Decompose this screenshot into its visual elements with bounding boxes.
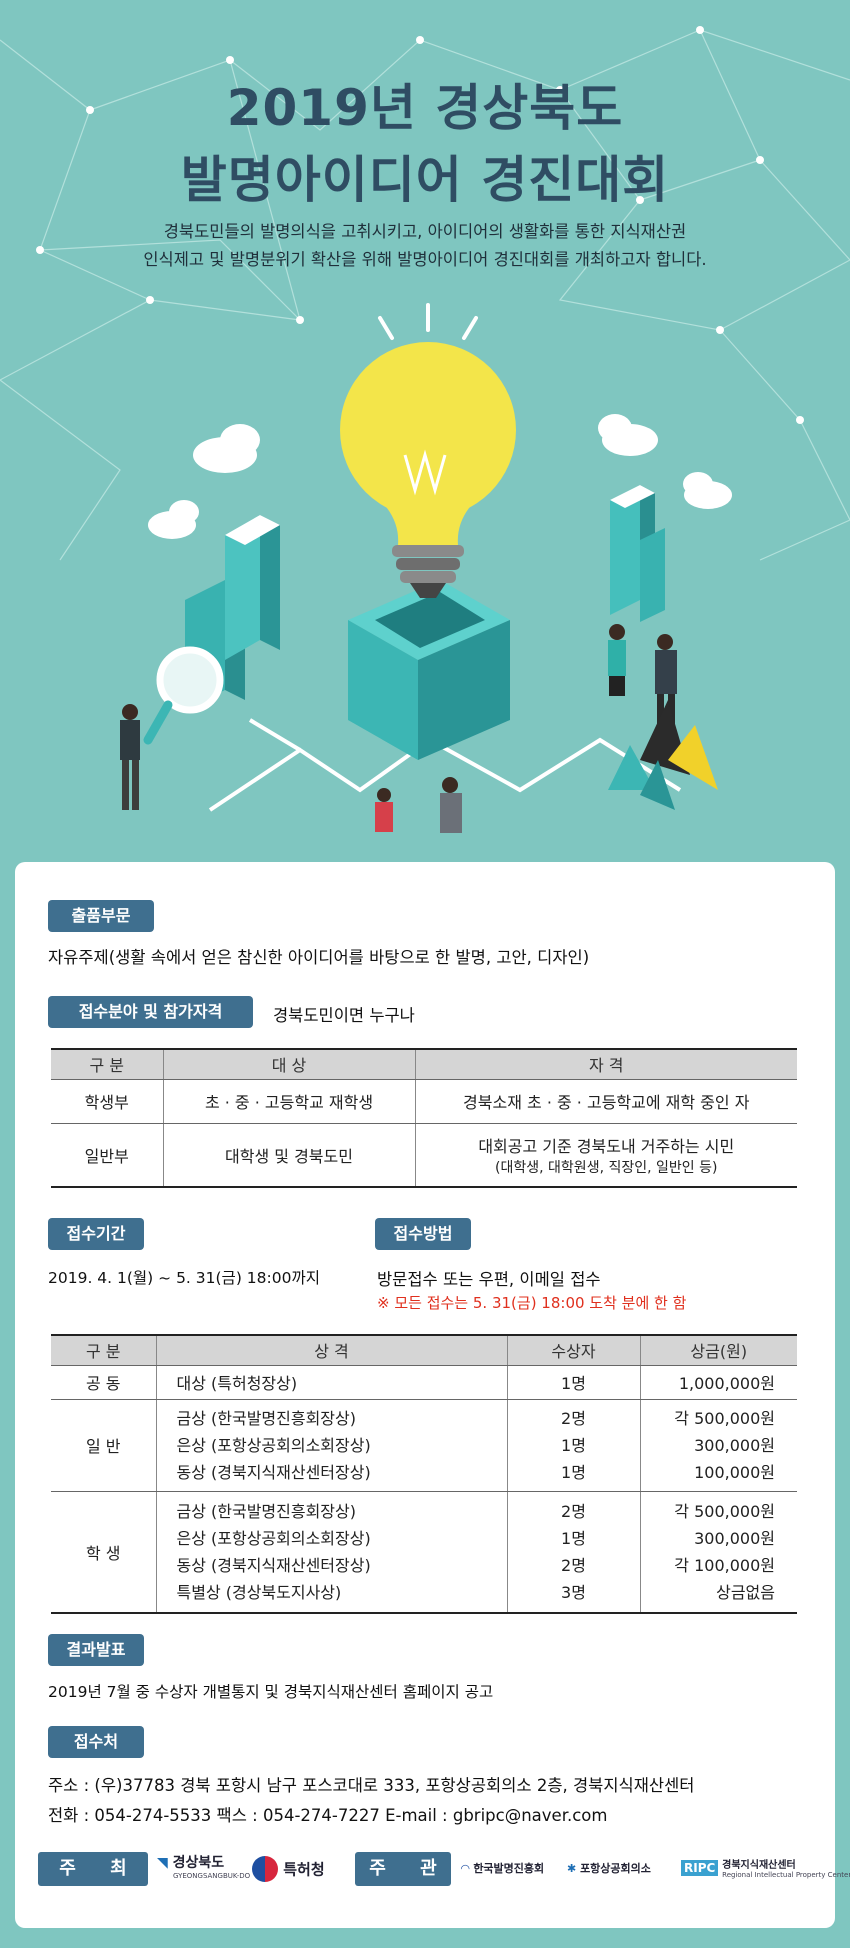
kipa-mark-icon: ◠ bbox=[461, 1862, 470, 1875]
eligibility-cell: 경북소재 초 · 중 · 고등학교에 재학 중인 자 bbox=[414, 1079, 797, 1124]
logo-ripc: RIPC 경북지식재산센터 Regional Intellectual Prop… bbox=[681, 1856, 850, 1879]
subtitle-line1: 경북도민들의 발명의식을 고취시키고, 아이디어의 생활화를 통한 지식재산권 bbox=[163, 222, 687, 241]
logo-kipa-name: 한국발명진흥회 bbox=[473, 1862, 545, 1875]
award-counts: 2명 1명 1명 bbox=[506, 1399, 640, 1492]
poster-title-line2: 발명아이디어 경진대회 bbox=[180, 151, 670, 209]
logo-gyeongbuk: ◥ 경상북도 GYEONGSANGBUK-DO bbox=[157, 1852, 250, 1880]
logo-ripc-mark: RIPC bbox=[681, 1859, 719, 1876]
award-category: 학 생 bbox=[51, 1491, 156, 1614]
award-name: 특별상 (경상북도지사상) bbox=[176, 1582, 342, 1602]
award-names: 금상 (한국발명진흥회장상) 은상 (포항상공회의소회장상) 동상 (경북지식재… bbox=[155, 1491, 507, 1614]
eligibility-cell: 대학생 및 경북도민 bbox=[162, 1123, 415, 1188]
logo-chamber: ✱ 포항상공회의소 bbox=[567, 1860, 651, 1876]
poster-subtitle: 경북도민들의 발명의식을 고취시키고, 아이디어의 생활화를 통한 지식재산권 … bbox=[0, 218, 850, 274]
qualification-sub: (대학생, 대학원생, 직장인, 일반인 등) bbox=[495, 1159, 718, 1176]
award-count: 2명 bbox=[561, 1408, 586, 1428]
eligibility-table: 구 분 대 상 자 격 학생부 초 · 중 · 고등학교 재학생 경북소재 초 … bbox=[51, 1048, 797, 1188]
eligibility-section-text: 경북도민이면 누구나 bbox=[273, 1006, 415, 1025]
awards-header-category: 구 분 bbox=[51, 1334, 156, 1366]
logo-ripc-sub: Regional Intellectual Property Center bbox=[722, 1871, 850, 1879]
awards-header-award: 상 격 bbox=[155, 1334, 507, 1366]
logo-chamber-name: 포항상공회의소 bbox=[580, 1862, 651, 1875]
method-section-tag: 접수방법 bbox=[375, 1218, 471, 1250]
award-prize: 각 500,000원 bbox=[674, 1408, 775, 1428]
award-prize: 상금없음 bbox=[716, 1582, 775, 1602]
award-prize: 각 500,000원 bbox=[674, 1501, 775, 1521]
awards-header-prize: 상금(원) bbox=[639, 1334, 797, 1366]
award-prize: 각 100,000원 bbox=[674, 1555, 775, 1575]
award-count: 3명 bbox=[561, 1582, 586, 1602]
awards-header-count: 수상자 bbox=[506, 1334, 640, 1366]
award-prize: 1,000,000원 bbox=[639, 1365, 797, 1400]
award-name: 동상 (경북지식재산센터장상) bbox=[176, 1462, 371, 1482]
poster-title-line1: 2019년 경상북도 bbox=[226, 79, 624, 137]
eligibility-cell: 학생부 bbox=[51, 1079, 163, 1124]
logo-kipa: ◠ 한국발명진흥회 bbox=[461, 1860, 544, 1876]
award-prize: 100,000원 bbox=[694, 1462, 775, 1482]
info-card: 출품부문 자유주제(생활 속에서 얻은 참신한 아이디어를 바탕으로 한 발명,… bbox=[15, 862, 850, 1928]
award-name: 은상 (포항상공회의소회장상) bbox=[176, 1435, 371, 1455]
contact-phone: 전화 : 054-274-5533 팩스 : 054-274-7227 E-ma… bbox=[48, 1806, 608, 1825]
award-counts: 2명 1명 2명 3명 bbox=[506, 1491, 640, 1614]
award-count: 1명 bbox=[561, 1435, 586, 1455]
taegeuk-icon bbox=[252, 1856, 278, 1882]
award-count: 2명 bbox=[561, 1501, 586, 1521]
logo-ripc-name: 경북지식재산센터 bbox=[722, 1860, 796, 1871]
award-name: 동상 (경북지식재산센터장상) bbox=[176, 1555, 371, 1575]
eligibility-section-tag: 접수분야 및 참가자격 bbox=[48, 996, 253, 1028]
qualification-main: 대회공고 기준 경북도내 거주하는 시민 bbox=[478, 1136, 735, 1156]
award-prizes: 각 500,000원 300,000원 각 100,000원 상금없음 bbox=[639, 1491, 797, 1614]
organizer-tag: 주 관 bbox=[355, 1852, 451, 1886]
award-name: 은상 (포항상공회의소회장상) bbox=[176, 1528, 371, 1548]
award-category: 공 동 bbox=[51, 1365, 156, 1400]
eligibility-cell: 초 · 중 · 고등학교 재학생 bbox=[162, 1079, 415, 1124]
table-row: 일반부 대학생 및 경북도민 대회공고 기준 경북도내 거주하는 시민 (대학생… bbox=[51, 1123, 797, 1188]
table-row: 학 생 금상 (한국발명진흥회장상) 은상 (포항상공회의소회장상) 동상 (경… bbox=[51, 1491, 797, 1614]
award-name: 대상 (특허청장상) bbox=[155, 1365, 507, 1400]
award-prize: 300,000원 bbox=[694, 1435, 775, 1455]
award-category: 일 반 bbox=[51, 1399, 156, 1492]
contact-address: 주소 : (우)37783 경북 포항시 남구 포스코대로 333, 포항상공회… bbox=[48, 1776, 695, 1795]
award-count: 2명 bbox=[561, 1555, 586, 1575]
host-tag: 주 최 bbox=[38, 1852, 148, 1886]
gyeongbuk-mark-icon: ◥ bbox=[157, 1855, 168, 1871]
award-count: 1명 bbox=[506, 1365, 640, 1400]
chamber-mark-icon: ✱ bbox=[567, 1862, 577, 1875]
logo-gyeongbuk-sub: GYEONGSANGBUK-DO bbox=[173, 1872, 251, 1880]
logo-kipo: 특허청 bbox=[252, 1856, 325, 1882]
eligibility-cell-multiline: 대회공고 기준 경북도내 거주하는 시민 (대학생, 대학원생, 직장인, 일반… bbox=[414, 1123, 797, 1188]
award-count: 1명 bbox=[561, 1462, 586, 1482]
award-name: 금상 (한국발명진흥회장상) bbox=[176, 1408, 357, 1428]
logo-gyeongbuk-name: 경상북도 bbox=[172, 1855, 225, 1871]
award-name: 금상 (한국발명진흥회장상) bbox=[176, 1501, 357, 1521]
eligibility-header-category: 구 분 bbox=[51, 1048, 163, 1080]
entry-section-text: 자유주제(생활 속에서 얻은 참신한 아이디어를 바탕으로 한 발명, 고안, … bbox=[48, 948, 590, 967]
period-section-tag: 접수기간 bbox=[48, 1218, 144, 1250]
hero-banner: 2019년 경상북도 발명아이디어 경진대회 경북도민들의 발명의식을 고취시키… bbox=[0, 0, 850, 870]
table-row: 일 반 금상 (한국발명진흥회장상) 은상 (포항상공회의소회장상) 동상 (경… bbox=[51, 1399, 797, 1492]
eligibility-cell: 일반부 bbox=[51, 1123, 163, 1188]
award-prize: 300,000원 bbox=[694, 1528, 775, 1548]
result-section-tag: 결과발표 bbox=[48, 1634, 144, 1666]
award-count: 1명 bbox=[561, 1528, 586, 1548]
table-row: 공 동 대상 (특허청장상) 1명 1,000,000원 bbox=[51, 1365, 797, 1400]
eligibility-header-qualification: 자 격 bbox=[414, 1048, 797, 1080]
contact-section-tag: 접수처 bbox=[48, 1726, 144, 1758]
period-section-text: 2019. 4. 1(월) ~ 5. 31(금) 18:00까지 bbox=[48, 1269, 320, 1287]
award-names: 금상 (한국발명진흥회장상) 은상 (포항상공회의소회장상) 동상 (경북지식재… bbox=[155, 1399, 507, 1492]
logo-kipo-name: 특허청 bbox=[283, 1860, 325, 1879]
table-row: 학생부 초 · 중 · 고등학교 재학생 경북소재 초 · 중 · 고등학교에 … bbox=[51, 1079, 797, 1124]
award-prizes: 각 500,000원 300,000원 100,000원 bbox=[639, 1399, 797, 1492]
method-section-text: 방문접수 또는 우편, 이메일 접수 bbox=[377, 1270, 601, 1289]
awards-table: 구 분 상 격 수상자 상금(원) 공 동 대상 (특허청장상) 1명 1,00… bbox=[51, 1334, 797, 1614]
method-section-note: ※ 모든 접수는 5. 31(금) 18:00 도착 분에 한 함 bbox=[377, 1294, 687, 1312]
eligibility-header-target: 대 상 bbox=[162, 1048, 415, 1080]
subtitle-line2: 인식제고 및 발명분위기 확산을 위해 발명아이디어 경진대회를 개최하고자 합… bbox=[143, 250, 707, 269]
result-section-text: 2019년 7월 중 수상자 개별통지 및 경북지식재산센터 홈페이지 공고 bbox=[48, 1683, 494, 1701]
entry-section-tag: 출품부문 bbox=[48, 900, 154, 932]
hero-illustration bbox=[0, 26, 850, 833]
